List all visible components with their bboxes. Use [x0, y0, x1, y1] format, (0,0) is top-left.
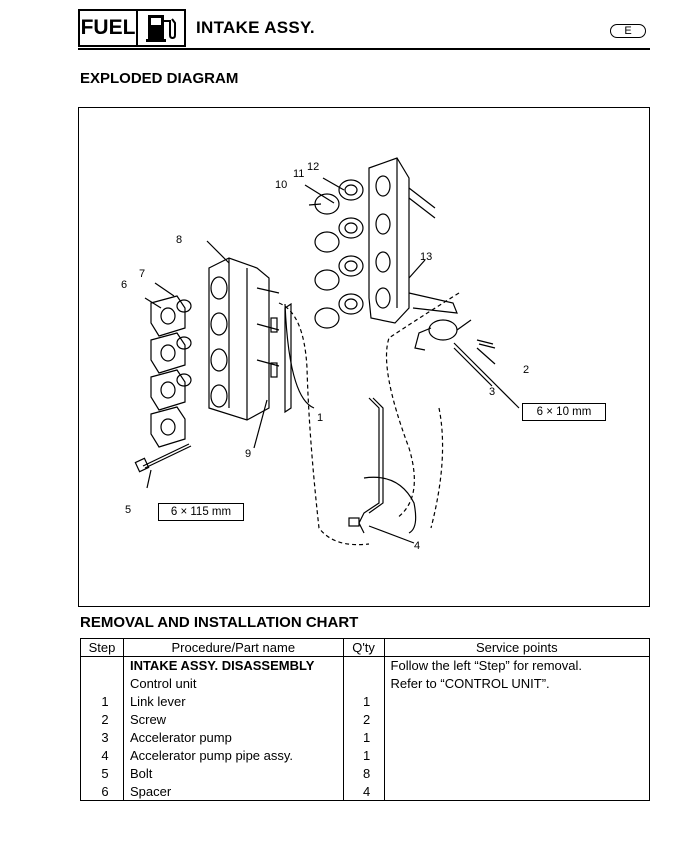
accelerator-pump-pipe [348, 397, 417, 534]
page-title: INTAKE ASSY. [196, 18, 315, 37]
row-note [383, 782, 651, 802]
removal-installation-table: Step Procedure/Part name Q'ty Service po… [80, 638, 651, 802]
callout-7: 7 [139, 268, 146, 280]
row-qty: 8 [342, 764, 385, 783]
row-qty: 1 [342, 728, 385, 747]
row-step: 5 [80, 764, 124, 783]
row-note [383, 728, 651, 747]
intake-manifold [368, 157, 458, 324]
row-part: Accelerator pump [122, 728, 344, 747]
table-row: Control unit Refer to “CONTROL UNIT”. [80, 674, 651, 693]
row-note: Refer to “CONTROL UNIT”. [383, 674, 651, 693]
callout-3: 3 [489, 386, 496, 398]
callout-13: 13 [420, 251, 433, 263]
row-note [383, 692, 651, 711]
callout-10: 10 [275, 179, 288, 191]
fuel-badge: FUEL [78, 9, 138, 47]
row-qty: 4 [342, 782, 385, 802]
page-header: FUEL INTAKE ASSY. [78, 8, 315, 48]
row-step: 6 [80, 782, 124, 802]
dimension-label-small: 6 × 10 mm [522, 403, 606, 421]
callout-8: 8 [176, 234, 183, 246]
row-part: Bolt [122, 764, 344, 783]
chart-heading: REMOVAL AND INSTALLATION CHART [80, 614, 359, 631]
table-row: 1 Link lever 1 [80, 692, 651, 711]
callout-1: 1 [317, 412, 324, 424]
row-part: INTAKE ASSY. DISASSEMBLY [122, 656, 344, 675]
table-row: 3 Accelerator pump 1 [80, 728, 651, 747]
language-badge: E [610, 24, 646, 38]
carburetor-assembly [208, 257, 280, 421]
col-step: Step [80, 638, 124, 657]
row-qty [342, 656, 385, 675]
row-part: Accelerator pump pipe assy. [122, 746, 344, 765]
exploded-diagram: 8 7 6 10 11 12 13 1 2 3 9 4 5 6 × 10 mm … [78, 107, 650, 607]
link-lever [284, 302, 292, 414]
bolt [134, 443, 192, 473]
fuel-pump-icon [138, 9, 186, 47]
callout-2: 2 [523, 364, 530, 376]
row-step: 4 [80, 746, 124, 765]
row-note [383, 710, 651, 729]
row-part: Spacer [122, 782, 344, 802]
col-service: Service points [383, 638, 651, 657]
table-row: 5 Bolt 8 [80, 764, 651, 783]
row-part: Screw [122, 710, 344, 729]
table-row: 2 Screw 2 [80, 710, 651, 729]
row-part: Control unit [122, 674, 344, 693]
row-qty: 1 [342, 692, 385, 711]
row-part: Link lever [122, 692, 344, 711]
diagram-drawing [134, 157, 520, 546]
row-qty [342, 674, 385, 693]
table-row: 6 Spacer 4 [80, 782, 651, 802]
row-qty: 1 [342, 746, 385, 765]
table-header-row: Step Procedure/Part name Q'ty Service po… [80, 638, 651, 657]
row-step: 3 [80, 728, 124, 747]
callout-5: 5 [125, 504, 132, 516]
row-note [383, 746, 651, 765]
callout-11: 11 [293, 168, 305, 180]
table-row: 4 Accelerator pump pipe assy. 1 [80, 746, 651, 765]
callout-6: 6 [121, 279, 128, 291]
row-step: 2 [80, 710, 124, 729]
table-row: INTAKE ASSY. DISASSEMBLY Follow the left… [80, 656, 651, 675]
accelerator-pump [414, 319, 496, 351]
diagram-heading: EXPLODED DIAGRAM [80, 70, 239, 87]
col-qty: Q'ty [342, 638, 385, 657]
header-rule [78, 48, 650, 50]
row-step [80, 656, 124, 675]
gaskets [314, 179, 364, 329]
spacers [150, 295, 192, 448]
callout-4: 4 [414, 540, 421, 552]
row-qty: 2 [342, 710, 385, 729]
dimension-label-large: 6 × 115 mm [158, 503, 244, 521]
row-step: 1 [80, 692, 124, 711]
row-note [383, 764, 651, 783]
row-step [80, 674, 124, 693]
row-note: Follow the left “Step” for removal. [383, 656, 651, 675]
callout-9: 9 [245, 448, 252, 460]
callout-12: 12 [307, 161, 320, 173]
col-part: Procedure/Part name [122, 638, 344, 657]
